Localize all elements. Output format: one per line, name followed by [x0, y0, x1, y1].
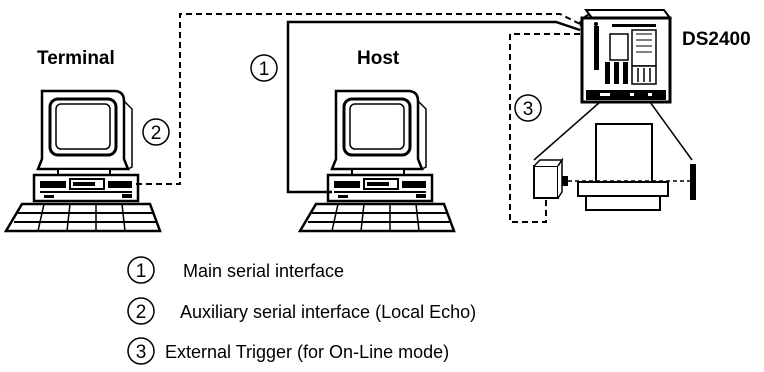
main-connection-marker: 1 — [250, 54, 278, 82]
host-computer-icon — [298, 89, 456, 233]
legend-number: 1 — [136, 261, 147, 282]
external-trigger-line — [509, 33, 580, 223]
legend-item: 2 Auxiliary serial interface (Local Echo… — [127, 297, 476, 325]
trigger-connection-marker: 3 — [514, 94, 542, 122]
legend-item: 3 External Trigger (for On-Line mode) — [127, 337, 449, 365]
ds2400-scanner-icon — [533, 9, 693, 161]
photocell-sensor-icon — [533, 157, 568, 199]
legend-text: Auxiliary serial interface (Local Echo) — [180, 302, 476, 322]
legend-item: 1 Main serial interface — [127, 256, 344, 284]
terminal-label: Terminal — [37, 48, 115, 69]
trigger-connection-number: 3 — [523, 99, 534, 120]
legend-number: 3 — [136, 342, 147, 363]
main-serial-line — [286, 20, 581, 194]
auxiliary-connection-marker: 2 — [142, 118, 170, 146]
auxiliary-connection-number: 2 — [151, 123, 162, 144]
terminal-computer-icon — [4, 89, 162, 233]
legend-text: Main serial interface — [183, 261, 344, 281]
reflector-icon — [690, 164, 696, 200]
host-label: Host — [357, 48, 400, 69]
conveyor-object-icon — [568, 123, 690, 211]
main-connection-number: 1 — [259, 59, 270, 80]
auxiliary-serial-line — [136, 13, 581, 185]
legend: 1 Main serial interface 2 Auxiliary seri… — [127, 256, 476, 365]
legend-text: External Trigger (for On-Line mode) — [165, 342, 449, 362]
legend-number: 2 — [136, 302, 147, 323]
device-label: DS2400 — [682, 29, 751, 50]
